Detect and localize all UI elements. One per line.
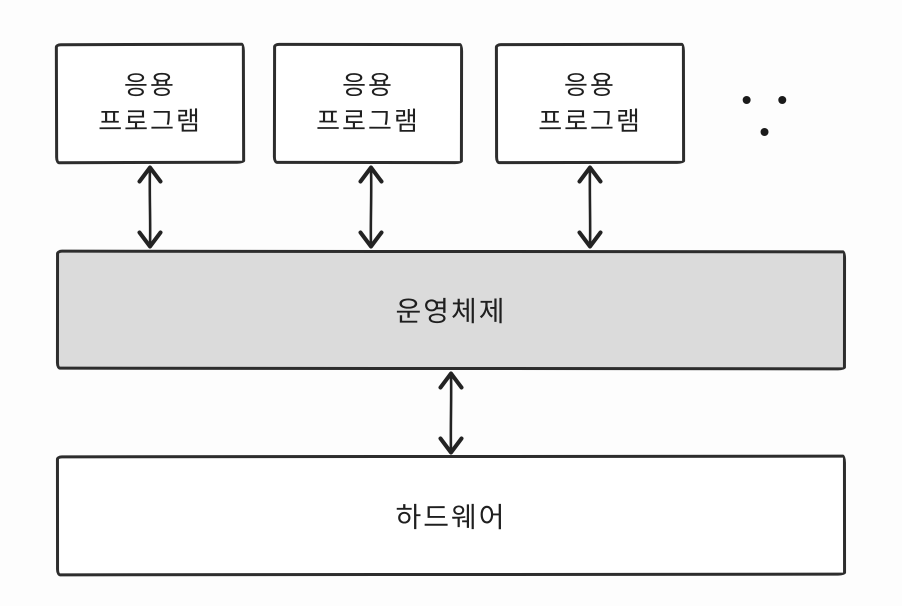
double-arrow-icon-os-hardware [438, 371, 464, 455]
double-arrow-icon-app2-os [358, 165, 384, 249]
os-label: 운영체제 [395, 295, 507, 328]
app-program-box-3: 응용 프로그램 [494, 42, 686, 165]
app-program-label-2: 응용 프로그램 [316, 70, 420, 136]
app-program-label-1: 응용 프로그램 [98, 70, 202, 136]
double-arrow-icon-app3-os [577, 165, 603, 249]
double-arrow-icon-app1-os [137, 165, 163, 249]
hardware-box: 하드웨어 [55, 454, 847, 577]
app-program-box-2: 응용 프로그램 [272, 42, 464, 165]
app-program-label-3: 응용 프로그램 [538, 70, 642, 136]
more-apps-ellipsis-icon: • • • [741, 84, 797, 147]
app-program-box-1: 응용 프로그램 [54, 42, 246, 165]
hardware-label: 하드웨어 [395, 501, 507, 533]
os-box: 운영체제 [55, 249, 847, 371]
